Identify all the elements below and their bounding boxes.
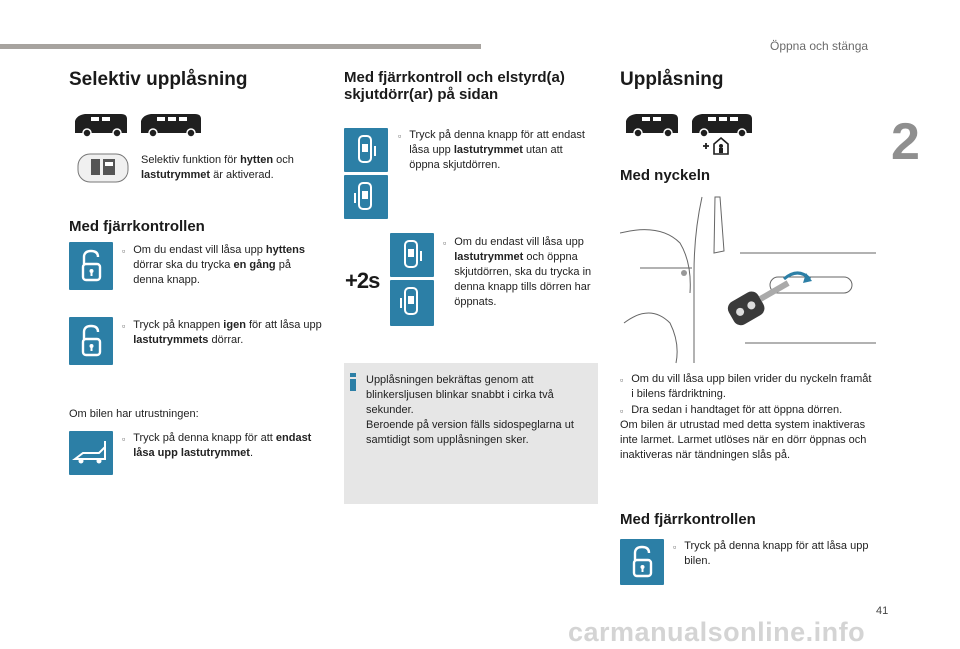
text-run: Selektiv funktion för [141,154,241,166]
text-run: Om du endast vill låsa upp [133,244,266,256]
bullet-text: Tryck på denna knapp för att endast låsa… [409,128,593,173]
unlock-padlock-icon [81,249,102,282]
bullet-text: Om du vill låsa upp bilen vrider du nyck… [631,373,872,400]
square-bullet-icon: ▫ [122,246,126,256]
unlock-button-icon [69,317,113,365]
bold-term: hytten [240,154,274,166]
text-run: på denna knapp. [133,259,291,286]
unlock-padlock-icon [81,324,102,357]
col3-bullet-2: ▫ Dra sedan i handtaget för att öppna dö… [620,403,880,419]
unlock-button-icon [69,242,113,290]
van-silhouette-icon [626,114,752,138]
sliding-door-button-icon [390,280,434,326]
text-run: dörrar ska du trycka [133,259,234,271]
bullet-text: Om du endast vill låsa upp lastutrymmet … [454,235,601,310]
van-icons [622,109,754,139]
bullet-text: Tryck på knappen igen för att låsa upp l… [133,318,322,348]
text-run: Tryck på denna knapp för att [133,432,276,444]
bullet-text: Tryck på denna knapp för att låsa upp bi… [684,540,869,567]
watermark: carmanualsonline.info [568,617,866,647]
text-run: Tryck på denna knapp för att endast låsa… [409,129,585,156]
square-bullet-icon: ▫ [398,131,402,141]
chapter-number: 2 [891,113,920,171]
square-bullet-icon: ▫ [122,434,126,444]
bold-term: lastutrymmet [453,144,523,156]
col1-bullet-3: ▫ Tryck på denna knapp för att endast lå… [122,431,327,461]
title-line: Med fjärrkontroll och elstyrd(a) [344,69,565,86]
section-title: Öppna och stänga [770,39,869,53]
text-run: och öppna skjutdörren, ska du trycka in … [454,251,592,308]
van-icons [71,109,203,139]
info-text: Upplåsningen bekräftas genom att blinker… [366,373,588,448]
header-rule [0,44,481,49]
sliding-door-title: Med fjärrkontroll och elstyrd(a) skjutdö… [344,69,565,103]
bullet-text: Dra sedan i handtaget för att öppna dörr… [631,404,843,416]
col1-bullet-2: ▫ Tryck på knappen igen för att låsa upp… [122,318,322,348]
bold-term: en gång [233,259,276,271]
text-run: dörrar. [208,334,244,346]
sliding-door-button-icon [390,233,434,277]
bold-term: lastutrymmets [133,334,209,346]
sliding-door-icon [358,135,376,163]
bold-term: hyttens [265,244,306,256]
text-run: är aktiverad. [210,169,274,181]
sliding-door-button-icon [344,175,388,219]
tailgate-button-icon [69,431,113,475]
sliding-door-icon [354,182,372,210]
hold-duration-label: +2s [345,268,380,293]
info-paragraph: Beroende på version fälls sidospeglarna … [366,419,574,446]
unlock-padlock-icon [632,545,653,578]
remote-title-2: Med fjärrkontrollen [620,511,756,528]
equipment-note: Om bilen har utrustningen: [69,408,199,420]
alarm-option-icon [702,136,730,156]
text-run: och [273,154,294,166]
sliding-door-button-icon [344,128,388,172]
text-run: . [249,447,254,459]
info-icon [350,373,356,391]
col2-bullet-1: ▫ Tryck på denna knapp för att endast lå… [398,128,593,173]
info-box: Upplåsningen bekräftas genom att blinker… [344,363,598,504]
col2-bullet-2: ▫ Om du endast vill låsa upp lastutrymme… [443,235,601,310]
bullet-text: Tryck på denna knapp för att endast låsa… [133,431,327,461]
unlocking-title: Upplåsning [620,69,724,90]
alarm-paragraph: Om bilen är utrustad med detta system in… [620,419,867,461]
selective-switch-icon [77,153,129,183]
key-door-illustration [620,193,876,365]
title-line: skjutdörr(ar) på sidan [344,86,499,103]
bold-term: igen [223,319,246,331]
remote-title: Med fjärrkontrollen [69,218,205,235]
square-bullet-icon: ▫ [122,321,126,331]
text-run: Tryck på knappen [133,319,224,331]
text-run: för att låsa upp [245,319,322,331]
sliding-door-icon [404,240,422,268]
col1-bullet-1: ▫ Om du endast vill låsa upp hyttens dör… [122,243,322,288]
col3-bullet-1: ▫ Om du vill låsa upp bilen vrider du ny… [620,372,872,402]
sliding-door-icon [400,287,418,315]
square-bullet-icon: ▫ [443,238,447,248]
unlock-button-icon [620,539,664,585]
bullet-text: Om du endast vill låsa upp hyttens dörra… [133,243,322,288]
text-run: Om du endast vill låsa upp [454,236,584,248]
info-paragraph: Upplåsningen bekräftas genom att blinker… [366,374,554,416]
square-bullet-icon: ▫ [620,406,624,416]
square-bullet-icon: ▫ [620,375,624,385]
col3-bullet-3: ▫ Tryck på denna knapp för att låsa upp … [673,539,878,569]
page-number: 41 [876,605,889,617]
bold-term: endast låsa upp lastutrymmet [133,432,312,459]
bold-term: lastutrymmet [141,169,211,181]
key-title: Med nyckeln [620,167,711,184]
square-bullet-icon: ▫ [673,542,677,552]
bold-term: lastutrymmet [454,251,524,263]
selective-unlock-title: Selektiv upplåsning [69,69,248,90]
van-silhouette-icon [75,114,201,138]
selective-note: Selektiv funktion för hytten och lastutr… [141,153,321,183]
text-run: utan att öppna skjutdörren. [409,144,563,171]
tailgate-unlock-icon [72,441,106,464]
